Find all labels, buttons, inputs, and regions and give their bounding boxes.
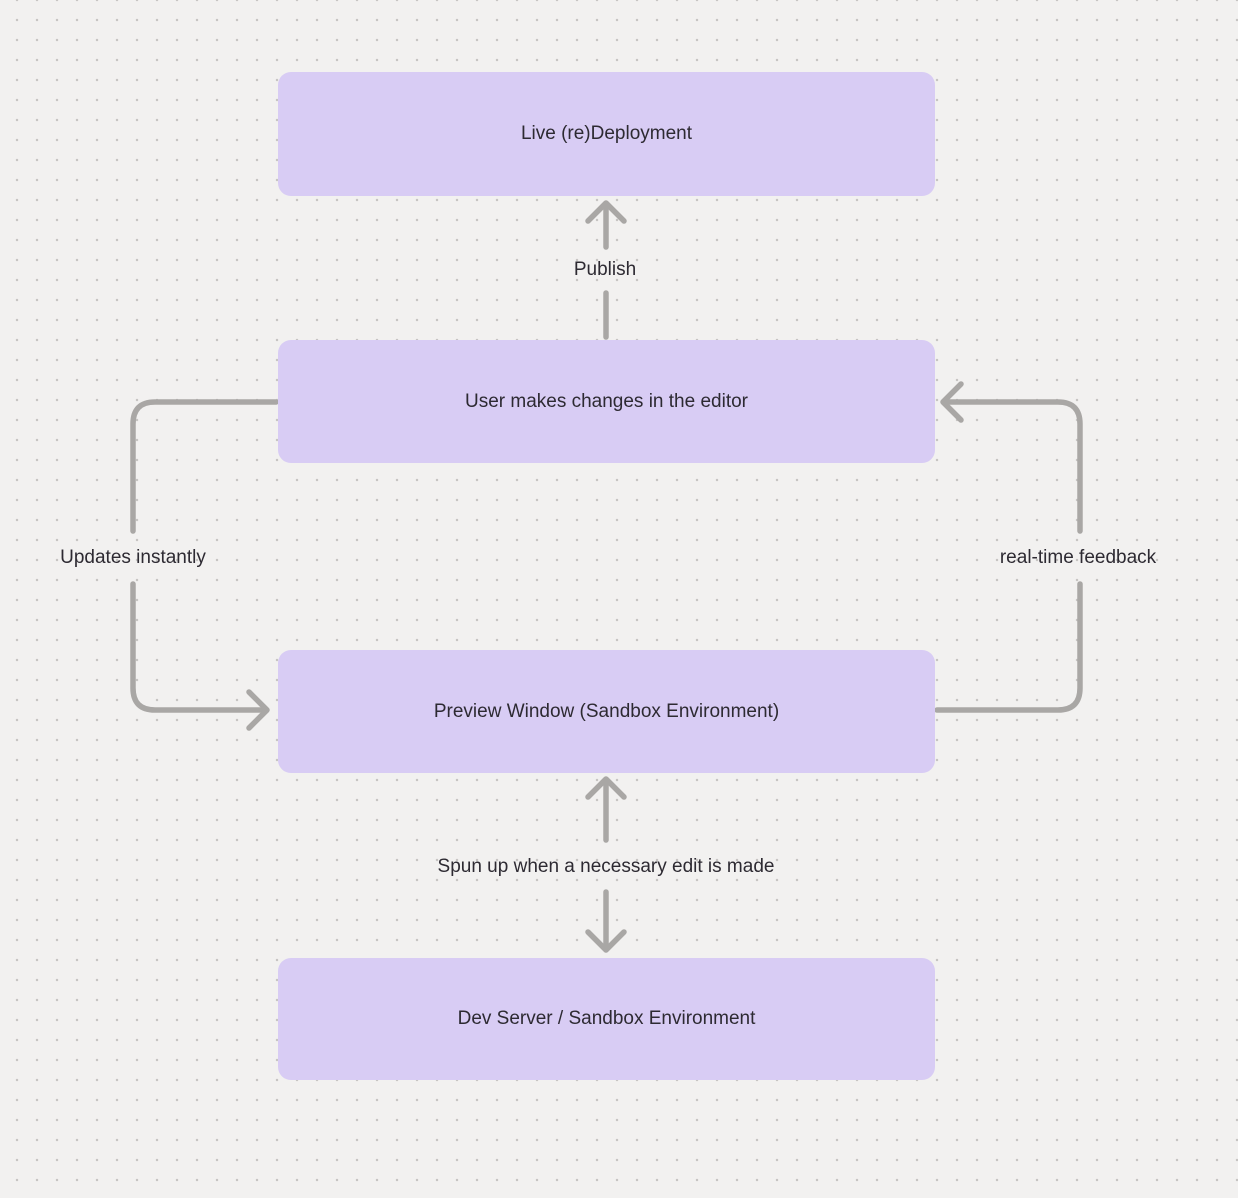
node-label: User makes changes in the editor	[464, 390, 749, 412]
arrowhead-left-icon	[940, 381, 964, 423]
node-label: Dev Server / Sandbox Environment	[457, 1008, 756, 1029]
arrow-shaft	[945, 399, 1083, 534]
node-live-redeployment[interactable]: Live (re)Deployment	[278, 72, 935, 196]
node-label: Live (re)Deployment	[520, 123, 693, 144]
edge-spun-up-connector[interactable]	[585, 776, 627, 953]
node-editor-changes[interactable]: User makes changes in the editor	[278, 340, 935, 463]
arrow-shaft	[934, 581, 1083, 713]
edge-realtime-feedback-connector[interactable]	[934, 381, 1083, 713]
node-label: Preview Window (Sandbox Environment)	[433, 700, 780, 722]
edge-publish-connector[interactable]	[585, 200, 627, 340]
arrow-shaft	[130, 581, 265, 713]
arrowhead-down-icon	[585, 929, 627, 953]
edge-label-spun-up[interactable]: Spun up when a necessary edit is made	[437, 856, 775, 877]
arrowhead-up-icon	[585, 776, 627, 800]
edge-label-realtime-feedback[interactable]: real-time feedback	[999, 547, 1157, 568]
arrowhead-up-icon	[585, 200, 627, 224]
edge-updates-instantly-connector[interactable]	[130, 399, 279, 731]
edge-label-updates-instantly[interactable]: Updates instantly	[60, 547, 206, 568]
node-preview-window[interactable]: Preview Window (Sandbox Environment)	[278, 650, 935, 773]
arrow-shaft	[130, 399, 279, 534]
arrowhead-right-icon	[246, 689, 270, 731]
node-dev-server[interactable]: Dev Server / Sandbox Environment	[278, 958, 935, 1080]
edge-label-publish[interactable]: Publish	[573, 259, 637, 280]
